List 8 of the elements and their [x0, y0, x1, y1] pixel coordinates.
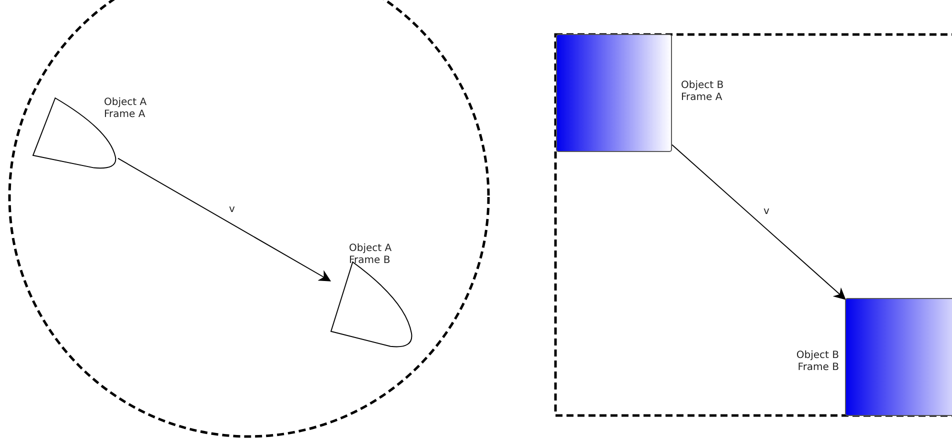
arrow — [118, 158, 332, 282]
object-label: Object A Frame B — [349, 243, 393, 267]
object-label: Object B Frame A — [681, 80, 725, 104]
gradient-square — [556, 34, 672, 152]
object-label: Object B Frame B — [795, 350, 839, 374]
dashed-frame — [555, 34, 952, 416]
object-label: Object A Frame A — [104, 97, 148, 121]
arrow — [672, 144, 846, 300]
